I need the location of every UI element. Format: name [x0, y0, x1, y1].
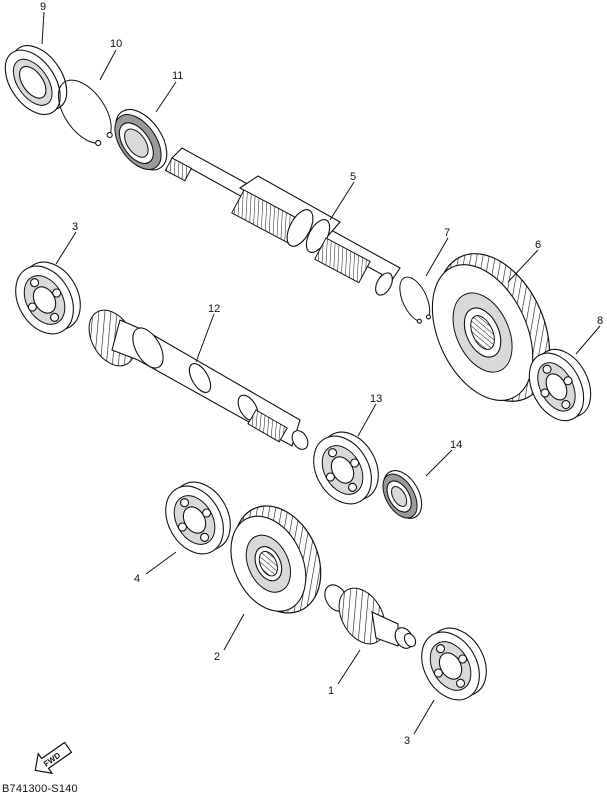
oil-seal-part-11: [114, 109, 168, 171]
pinion-shaft-part-1: [324, 584, 417, 649]
callout-3-upper: 3: [72, 221, 78, 233]
callout-9: 9: [40, 1, 46, 13]
gear-part-2: [230, 505, 322, 614]
callout-14: 14: [450, 439, 462, 451]
callout-1: 1: [328, 685, 334, 697]
callout-13: 13: [370, 393, 382, 405]
circlip-part-7: [399, 276, 431, 324]
bearing-part-13: [313, 431, 379, 505]
callout-10: 10: [110, 38, 122, 50]
callout-7: 7: [444, 227, 450, 239]
shaft-part-5: [164, 147, 401, 296]
bearing-part-9: [4, 45, 68, 115]
callout-3-lower: 3: [404, 735, 410, 747]
callout-11: 11: [172, 70, 183, 82]
callout-8: 8: [597, 315, 603, 327]
bearing-part-3-lower: [421, 627, 487, 701]
callout-12: 12: [208, 303, 220, 315]
drawing-code: B741300-S140: [2, 783, 78, 795]
bearing-part-3-upper: [15, 261, 81, 335]
gear-part-6: [431, 253, 551, 402]
shaft-part-12: [88, 309, 309, 450]
callout-2: 2: [214, 651, 220, 663]
callout-6: 6: [535, 239, 541, 251]
oil-seal-part-14: [382, 470, 423, 519]
leader-lines: [41, 11, 601, 735]
callout-5: 5: [350, 171, 356, 183]
callout-4: 4: [134, 573, 140, 585]
fwd-arrow-icon: FWD: [34, 741, 73, 775]
circlip-part-10: [57, 79, 113, 147]
bearing-part-8: [528, 348, 592, 422]
bearing-part-4: [165, 481, 231, 555]
